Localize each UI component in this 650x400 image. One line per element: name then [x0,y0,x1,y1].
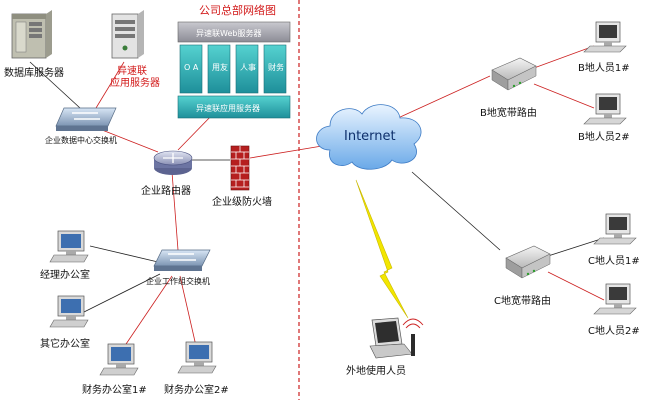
b-user1-label: B地人员1# [578,61,630,74]
database-server-icon [11,10,52,59]
diagram-title: 公司总部网络图 [199,3,276,17]
stack-col-oa [179,44,203,94]
b-router-label: B地宽带路由 [480,106,537,119]
b-user2-label: B地人员2# [578,130,630,143]
pc-finance2-icon [177,341,217,374]
mobile-user-label: 外地使用人员 [346,364,406,377]
stack-col-hr [235,44,259,94]
link-brouter-user2 [533,83,595,109]
c-router-icon [505,245,551,279]
link-wg-finance2 [179,275,197,347]
stack-col-yonyou-label: 用友 [212,62,228,72]
stack-col-finance-label: 财务 [268,62,284,72]
finance1-label: 财务办公室1# [82,383,147,396]
link-internet-brouter [397,75,491,119]
link-wg-finance1 [121,275,173,351]
wg-switch-label: 企业工作组交换机 [146,276,210,286]
pc-manager-icon [49,230,89,263]
wireless-bolt-icon [355,179,409,319]
dc-switch-icon [55,107,117,131]
app-server-label-line2: 应用服务器 [110,76,160,89]
link-app-switch [95,61,125,109]
server-stack: 异速联Web服务器 O A 用友 人事 财务 异速联应用服务器 [177,21,291,119]
firewall-label: 企业级防火墙 [212,195,272,208]
link-firewall-internet [249,145,323,159]
dc-switch-label: 企业数据中心交换机 [45,135,117,145]
manager-office-label: 经理办公室 [40,268,90,281]
internet-label: Internet [344,129,396,144]
pc-b-user2-icon [583,93,627,125]
internet-cloud-icon [316,104,422,170]
app-server-label-line1: 异速联 [117,65,147,77]
enterprise-router-icon [153,150,193,175]
link-internet-crouter [411,171,501,251]
c-user2-label: C地人员2# [588,324,640,337]
link-crouter-user1 [547,237,605,257]
c-router-label: C地宽带路由 [494,294,551,307]
stack-web-server-label: 异速联Web服务器 [196,28,261,38]
stack-col-finance [263,44,287,94]
stack-col-hr-label: 人事 [240,62,256,72]
b-router-icon [491,57,537,91]
pc-c-user2-icon [593,283,637,315]
enterprise-router-label: 企业路由器 [141,184,191,197]
firewall-icon [230,145,250,191]
pc-finance1-icon [99,343,139,376]
stack-app-server-label: 异速联应用服务器 [196,103,260,113]
wg-switch-icon [153,249,211,271]
link-brouter-user1 [533,45,595,69]
link-crouter-user2 [547,271,605,301]
connection-links [29,45,605,351]
link-db-switch [29,61,81,109]
stack-col-oa-label: O A [184,63,199,72]
stack-col-yonyou [207,44,231,94]
link-wg-other [83,273,161,313]
other-office-label: 其它办公室 [40,337,90,350]
pc-c-user1-icon [593,213,637,245]
pc-b-user1-icon [583,21,627,53]
link-router-stack [177,111,216,151]
finance2-label: 财务办公室2# [164,383,229,396]
c-user1-label: C地人员1# [588,254,640,267]
pc-other-icon [49,295,89,328]
db-server-label: 数据库服务器 [4,66,64,79]
app-server-icon [111,10,144,59]
laptop-icon [369,317,413,359]
link-router-wgswitch [171,171,179,251]
link-wg-manager [89,245,159,263]
antenna-icon [402,318,424,356]
